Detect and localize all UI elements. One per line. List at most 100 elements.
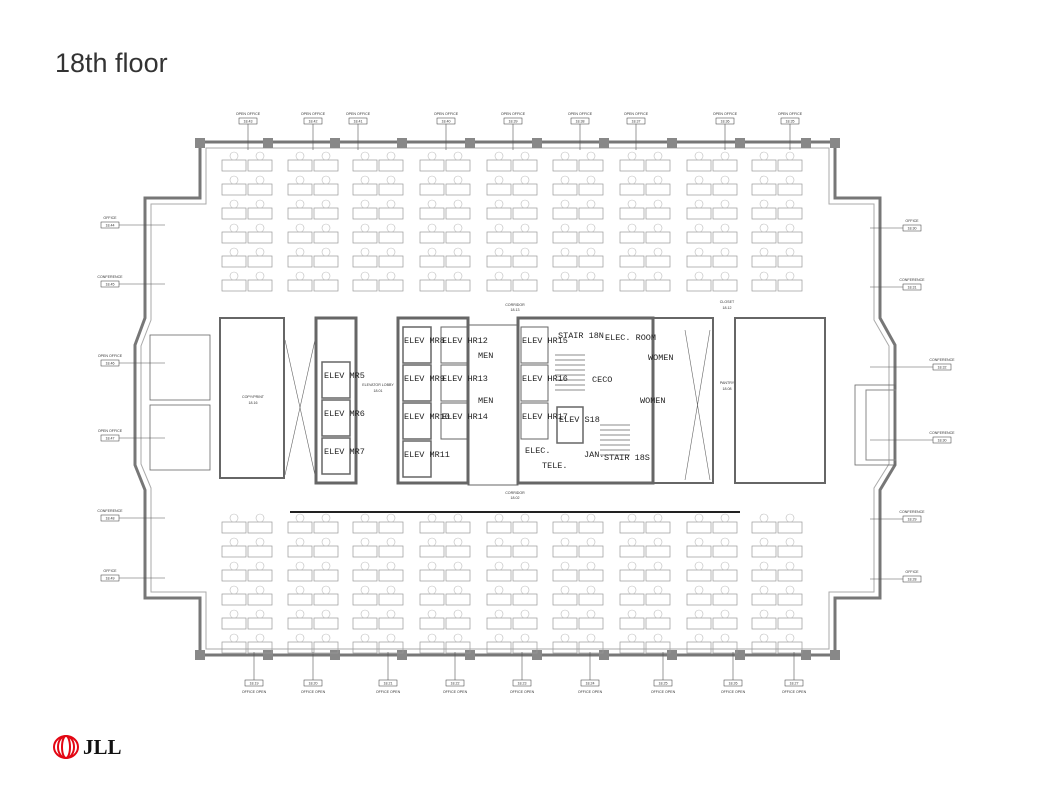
desk (247, 255, 273, 268)
room-number: 18.49 (106, 577, 115, 581)
copy-print-number: 18.16 (249, 401, 258, 405)
chair (295, 175, 305, 185)
chair (627, 199, 637, 209)
chair (720, 223, 730, 233)
room-type: OPEN OFFICE (778, 112, 803, 116)
desk (352, 545, 378, 558)
column (397, 138, 407, 148)
desk (419, 183, 445, 196)
elev-hr12-label: ELEV HR12 (442, 336, 488, 346)
chair (759, 537, 769, 547)
chair (560, 609, 570, 619)
room-type: OPEN OFFICE (236, 112, 261, 116)
room-number: 18.30 (908, 227, 917, 231)
chair (453, 513, 463, 523)
desk (221, 207, 247, 220)
desk (378, 569, 404, 582)
desk (777, 159, 803, 172)
chair (694, 633, 704, 643)
room-number: 18.30 (938, 439, 947, 443)
desk (378, 593, 404, 606)
desk (287, 279, 313, 292)
desk (552, 617, 578, 630)
chair (386, 199, 396, 209)
desk (686, 255, 712, 268)
chair (494, 585, 504, 595)
column (397, 650, 407, 660)
chair (229, 561, 239, 571)
desk (512, 207, 538, 220)
room-type: OPEN OFFICE (568, 112, 593, 116)
room-number: 18.45 (106, 283, 115, 287)
desk (221, 617, 247, 630)
chair (295, 223, 305, 233)
chair (453, 537, 463, 547)
desk (445, 545, 471, 558)
desk (287, 207, 313, 220)
chair (453, 175, 463, 185)
chair (255, 585, 265, 595)
chair (321, 175, 331, 185)
elev-s18-label: ELEV S18 (559, 415, 600, 425)
desk (552, 521, 578, 534)
chair (785, 271, 795, 281)
women-label: WOMEN (648, 353, 674, 363)
desk (552, 183, 578, 196)
chair (386, 633, 396, 643)
chair (759, 585, 769, 595)
desk (578, 617, 604, 630)
chair (494, 537, 504, 547)
desk (445, 231, 471, 244)
column (830, 650, 840, 660)
chair (560, 199, 570, 209)
desk (578, 207, 604, 220)
desk (619, 159, 645, 172)
chair (494, 199, 504, 209)
desk (486, 207, 512, 220)
desk (352, 521, 378, 534)
desk (712, 545, 738, 558)
chair (295, 513, 305, 523)
chair (785, 151, 795, 161)
chair (627, 175, 637, 185)
room-number: 18.42 (309, 120, 318, 124)
columns (195, 138, 840, 660)
desk (287, 545, 313, 558)
jll-logo: JLL (52, 734, 122, 760)
chair (586, 537, 596, 547)
room-type: OPEN OFFICE (624, 112, 649, 116)
chair (295, 585, 305, 595)
desk (221, 545, 247, 558)
chair (520, 271, 530, 281)
chair (627, 223, 637, 233)
desk (712, 231, 738, 244)
chair (255, 247, 265, 257)
desk (313, 545, 339, 558)
desk (247, 231, 273, 244)
desk (313, 569, 339, 582)
chair (653, 199, 663, 209)
desk (712, 207, 738, 220)
chair (453, 223, 463, 233)
chair (360, 271, 370, 281)
elev-hr15-label: ELEV HR15 (522, 336, 568, 346)
desk (751, 207, 777, 220)
chair (360, 609, 370, 619)
building-core (149, 316, 897, 513)
chair (653, 223, 663, 233)
chair (720, 609, 730, 619)
desk (578, 231, 604, 244)
chair (627, 271, 637, 281)
room-type: CONFERENCE (929, 358, 955, 362)
room-number: 18.25 (659, 682, 668, 686)
desk (287, 255, 313, 268)
chair (321, 223, 331, 233)
chair (229, 609, 239, 619)
chair (427, 247, 437, 257)
desk (419, 279, 445, 292)
